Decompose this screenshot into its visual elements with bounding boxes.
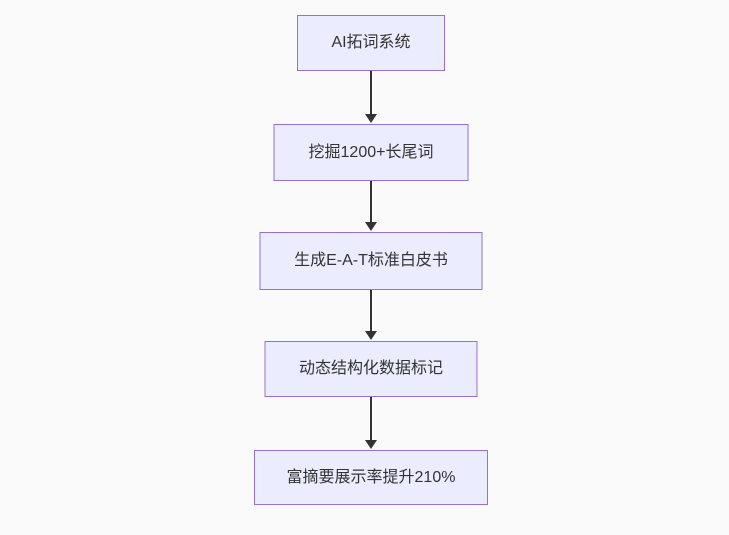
arrow-line	[370, 181, 372, 222]
flow-node-structured-data-markup: 动态结构化数据标记	[264, 341, 478, 397]
flow-node-rich-snippet-result: 富摘要展示率提升210%	[254, 450, 488, 505]
arrow-line	[370, 397, 372, 440]
arrow-line	[370, 290, 372, 331]
arrowhead-down-icon	[365, 331, 377, 340]
arrowhead-down-icon	[365, 440, 377, 449]
arrowhead-down-icon	[365, 114, 377, 123]
node-label: 生成E-A-T标准白皮书	[294, 252, 448, 269]
arrowhead-down-icon	[365, 222, 377, 231]
flow-arrow-3	[365, 290, 377, 340]
flow-node-eat-whitepaper: 生成E-A-T标准白皮书	[259, 232, 483, 290]
flow-arrow-4	[365, 397, 377, 449]
flow-arrow-1	[365, 71, 377, 123]
arrow-line	[370, 71, 372, 114]
node-label: 富摘要展示率提升210%	[286, 468, 456, 486]
flow-arrow-2	[365, 181, 377, 231]
node-label: AI拓词系统	[331, 34, 411, 51]
flow-node-longtail-mining: 挖掘1200+长尾词	[273, 124, 469, 181]
flow-node-ai-keyword-system: AI拓词系统	[297, 15, 445, 71]
node-label: 动态结构化数据标记	[298, 360, 443, 377]
node-label: 挖掘1200+长尾词	[308, 143, 434, 161]
